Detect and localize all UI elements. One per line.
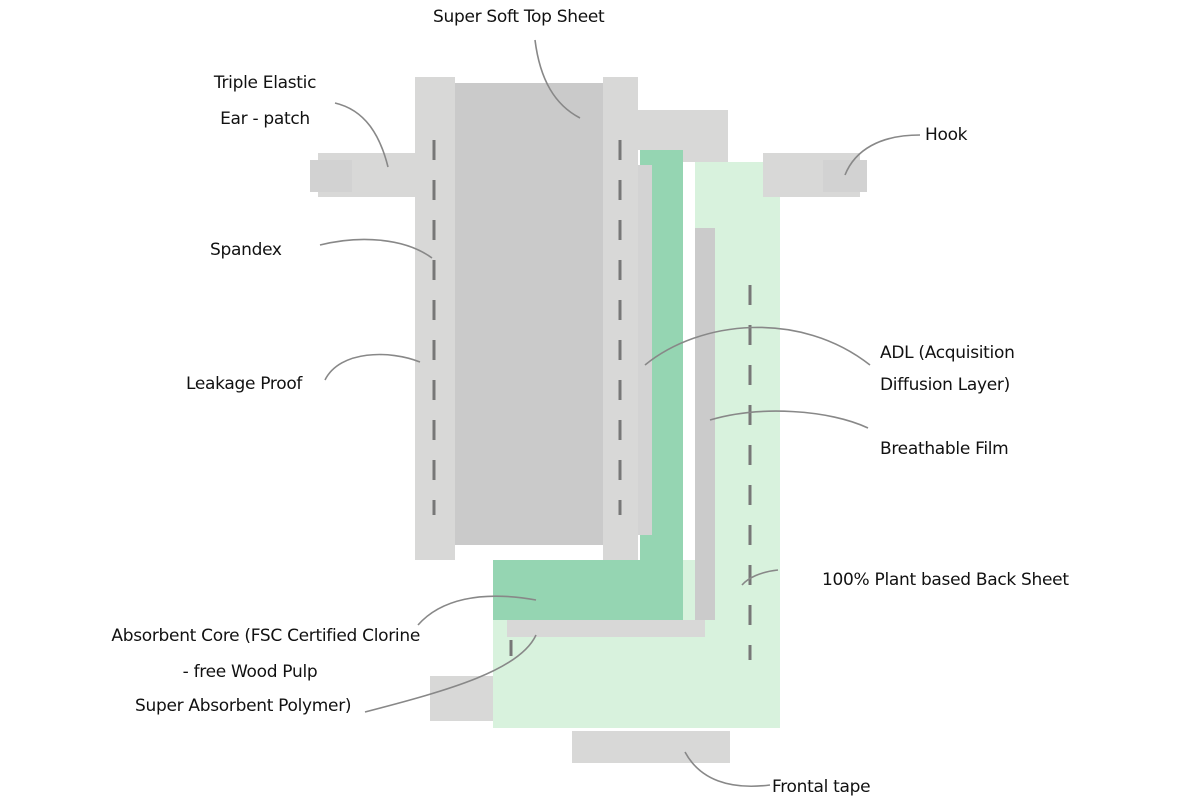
label-spandex: Spandex	[210, 240, 282, 260]
bottom-tab	[430, 676, 493, 721]
breathable-film	[695, 228, 715, 620]
label-ear-patch-line1: Triple Elastic	[213, 73, 317, 93]
breathable-film-bottom	[507, 620, 705, 637]
label-breathable-film: Breathable Film	[880, 439, 1009, 459]
hook-tab	[823, 160, 867, 192]
top-right-block-side	[683, 110, 728, 162]
label-frontal-tape: Frontal tape	[772, 777, 871, 797]
top-sheet	[455, 83, 603, 545]
label-adl-line1: ADL (Acquisition	[880, 343, 1015, 363]
label-top-sheet: Super Soft Top Sheet	[433, 7, 605, 27]
adl-edge	[638, 165, 652, 535]
leader-lines	[319, 39, 921, 788]
label-core-line3: Super Absorbent Polymer)	[135, 696, 352, 716]
label-core-line2: - free Wood Pulp	[182, 662, 318, 682]
label-back-sheet: 100% Plant based Back Sheet	[822, 570, 1069, 590]
label-leakage-proof: Leakage Proof	[186, 374, 303, 394]
stitch-lines	[432, 140, 752, 660]
label-hook: Hook	[925, 125, 968, 145]
left-ear-tab	[310, 160, 352, 192]
label-ear-patch-line2: Ear - patch	[220, 109, 310, 129]
absorbent-core	[493, 560, 683, 620]
label-adl-line2: Diffusion Layer)	[880, 375, 1010, 395]
frontal-tape	[572, 731, 730, 763]
label-core-line1: Absorbent Core (FSC Certified Clorine	[111, 626, 420, 646]
